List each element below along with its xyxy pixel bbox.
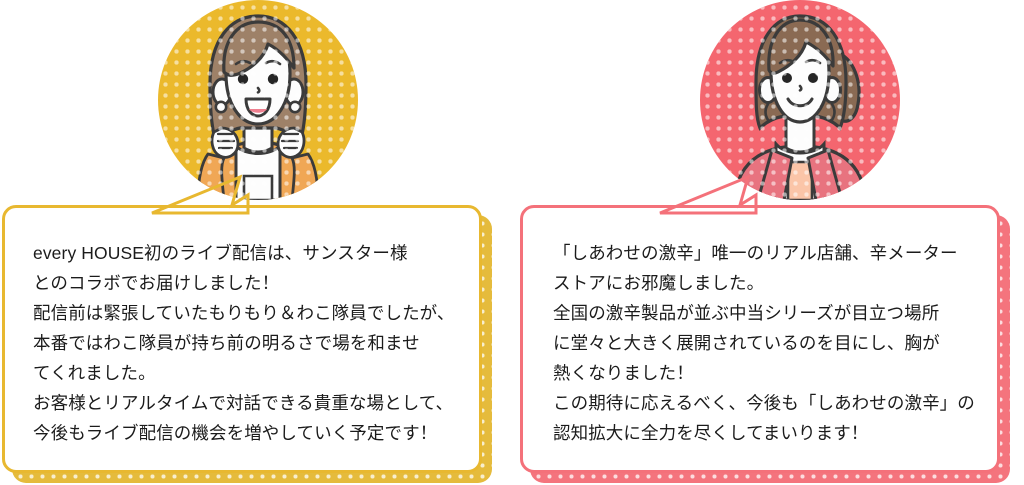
testimonial-panel-left: every HOUSE初のライブ配信は、サンスター様 とのコラボでお届けしました… (2, 0, 492, 483)
speech-bubble-right: 「しあわせの激辛」唯一のリアル店舗、辛メーター ストアにお邪魔しました。 全国の… (520, 174, 1010, 483)
avatar-right (700, 0, 900, 200)
speech-bubble-body-left: every HOUSE初のライブ配信は、サンスター様 とのコラボでお届けしました… (2, 205, 482, 473)
avatar-circle-background-right (700, 0, 900, 200)
avatar-left (158, 0, 358, 200)
testimonial-text-left: every HOUSE初のライブ配信は、サンスター様 とのコラボでお届けしました… (33, 243, 455, 443)
speech-bubble-tail-right (659, 174, 758, 215)
speech-bubble-left: every HOUSE初のライブ配信は、サンスター様 とのコラボでお届けしました… (2, 174, 492, 483)
avatar-dot-overlay-left (158, 0, 358, 200)
testimonial-panel-right: 「しあわせの激辛」唯一のリアル店舗、辛メーター ストアにお邪魔しました。 全国の… (512, 0, 1024, 485)
testimonial-text-right: 「しあわせの激辛」唯一のリアル店舗、辛メーター ストアにお邪魔しました。 全国の… (553, 243, 975, 443)
speech-bubble-body-right: 「しあわせの激辛」唯一のリアル店舗、辛メーター ストアにお邪魔しました。 全国の… (520, 205, 1000, 473)
avatar-dot-overlay-right (700, 0, 900, 200)
speech-bubble-tail-left (151, 174, 250, 215)
avatar-circle-background (158, 0, 358, 200)
